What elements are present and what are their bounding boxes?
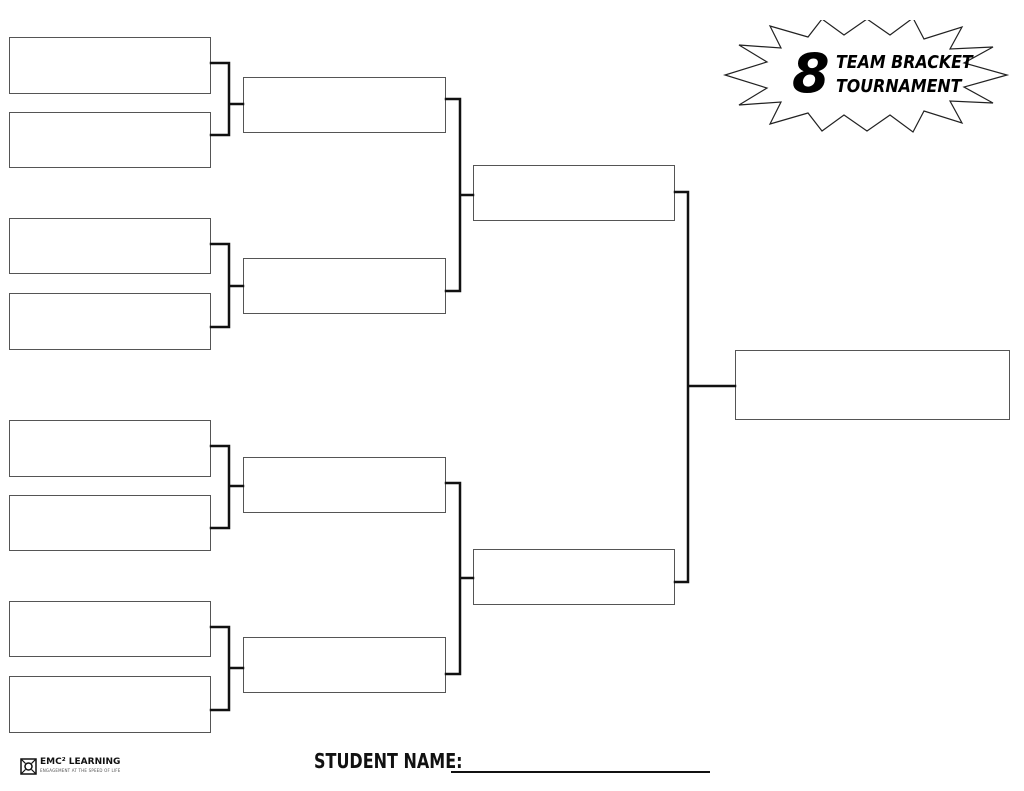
round1-slot-1[interactable] [9, 37, 211, 94]
semifinal-slot-1[interactable] [473, 165, 675, 221]
connector-r1-pair-4 [209, 625, 245, 712]
connector-semifinals [673, 190, 737, 584]
badge-title-line-2: TOURNAMENT [836, 76, 962, 97]
starburst-icon [722, 20, 1010, 133]
round1-slot-6[interactable] [9, 495, 211, 551]
round1-slot-2[interactable] [9, 112, 211, 168]
connector-r2-pair-2 [444, 481, 475, 676]
connector-r1-pair-2 [209, 242, 245, 329]
student-name-line[interactable] [451, 771, 710, 773]
emc-learning-logo: EMC² LEARNING ENGAGEMENT AT THE SPEED OF… [20, 757, 150, 777]
round1-slot-3[interactable] [9, 218, 211, 274]
connector-r1-pair-3 [209, 444, 245, 530]
semifinal-slot-2[interactable] [473, 549, 675, 605]
round2-slot-4[interactable] [243, 637, 446, 693]
round1-slot-7[interactable] [9, 601, 211, 657]
badge-number: 8 [792, 42, 830, 105]
round1-slot-8[interactable] [9, 676, 211, 733]
logo-mark-icon [20, 758, 37, 775]
student-name-label: STUDENT NAME: [314, 749, 463, 773]
champion-slot[interactable] [735, 350, 1010, 420]
round1-slot-4[interactable] [9, 293, 211, 350]
logo-name: EMC² LEARNING [40, 757, 121, 767]
logo-tagline: ENGAGEMENT AT THE SPEED OF LIFE [40, 768, 121, 773]
round2-slot-3[interactable] [243, 457, 446, 513]
title-badge [722, 20, 1012, 135]
connector-r1-pair-1 [209, 61, 245, 137]
badge-title-line-1: TEAM BRACKET [836, 52, 973, 73]
round2-slot-2[interactable] [243, 258, 446, 314]
round1-slot-5[interactable] [9, 420, 211, 477]
connector-r2-pair-1 [444, 97, 475, 293]
